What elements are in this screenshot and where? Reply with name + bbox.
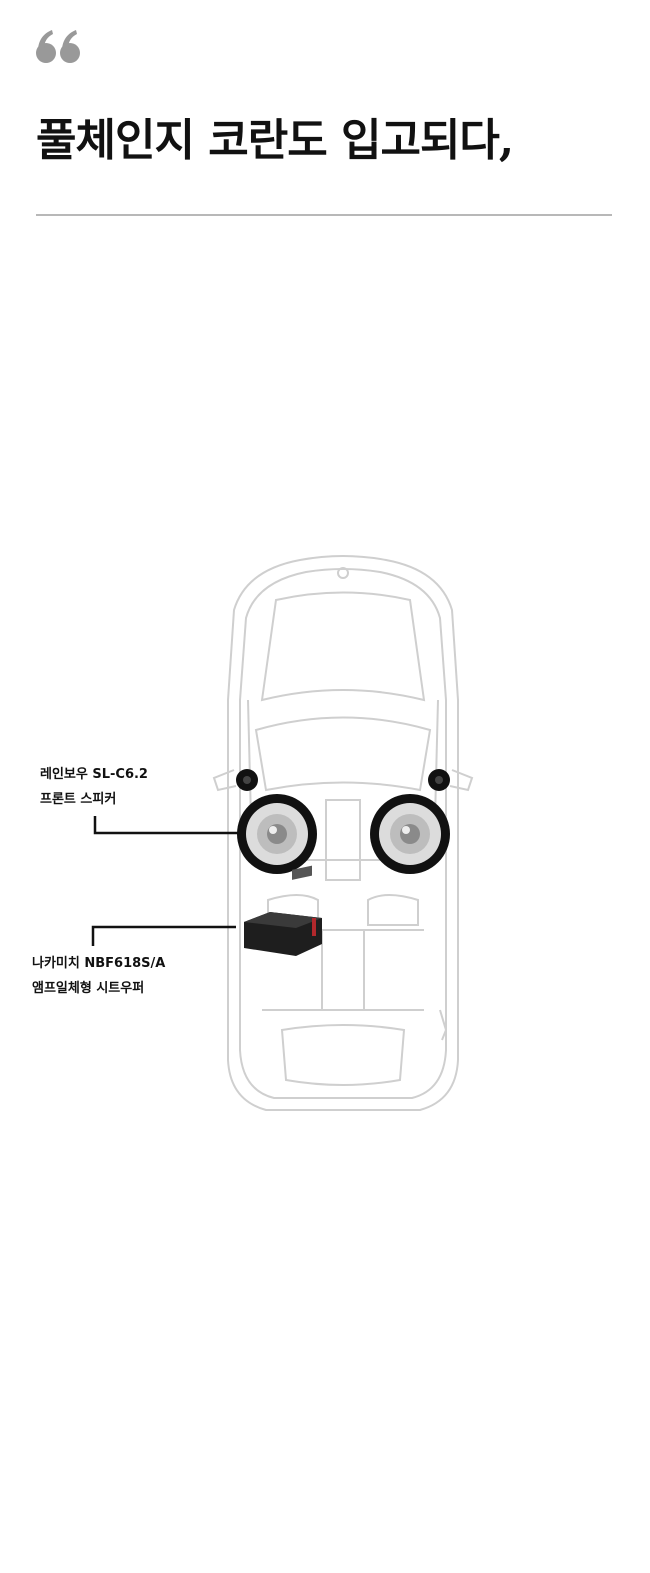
front-speaker-label: 레인보우 SL-C6.2 프론트 스피커 xyxy=(40,762,148,812)
divider xyxy=(36,214,612,216)
page-headline: 풀체인지 코란도 입고되다, xyxy=(36,115,514,166)
quote-mark-icon xyxy=(36,30,80,63)
subwoofer-unit-icon xyxy=(244,865,322,956)
subwoofer-leader-line xyxy=(91,925,236,946)
subwoofer-description: 앰프일체형 시트우퍼 xyxy=(32,981,145,996)
subwoofer-model: 나카미치 NBF618S/A xyxy=(32,956,166,971)
front-speaker-description: 프론트 스피커 xyxy=(40,792,117,807)
tweeter-right-icon xyxy=(428,769,450,791)
speaker-left-icon xyxy=(237,794,317,874)
speaker-leader-line xyxy=(93,816,238,835)
subwoofer-label: 나카미치 NBF618S/A 앰프일체형 시트우퍼 xyxy=(32,951,165,1001)
car-audio-diagram xyxy=(91,555,474,1111)
speaker-right-icon xyxy=(370,794,450,874)
tweeter-left-icon xyxy=(236,769,258,791)
front-speaker-model: 레인보우 SL-C6.2 xyxy=(40,767,148,782)
